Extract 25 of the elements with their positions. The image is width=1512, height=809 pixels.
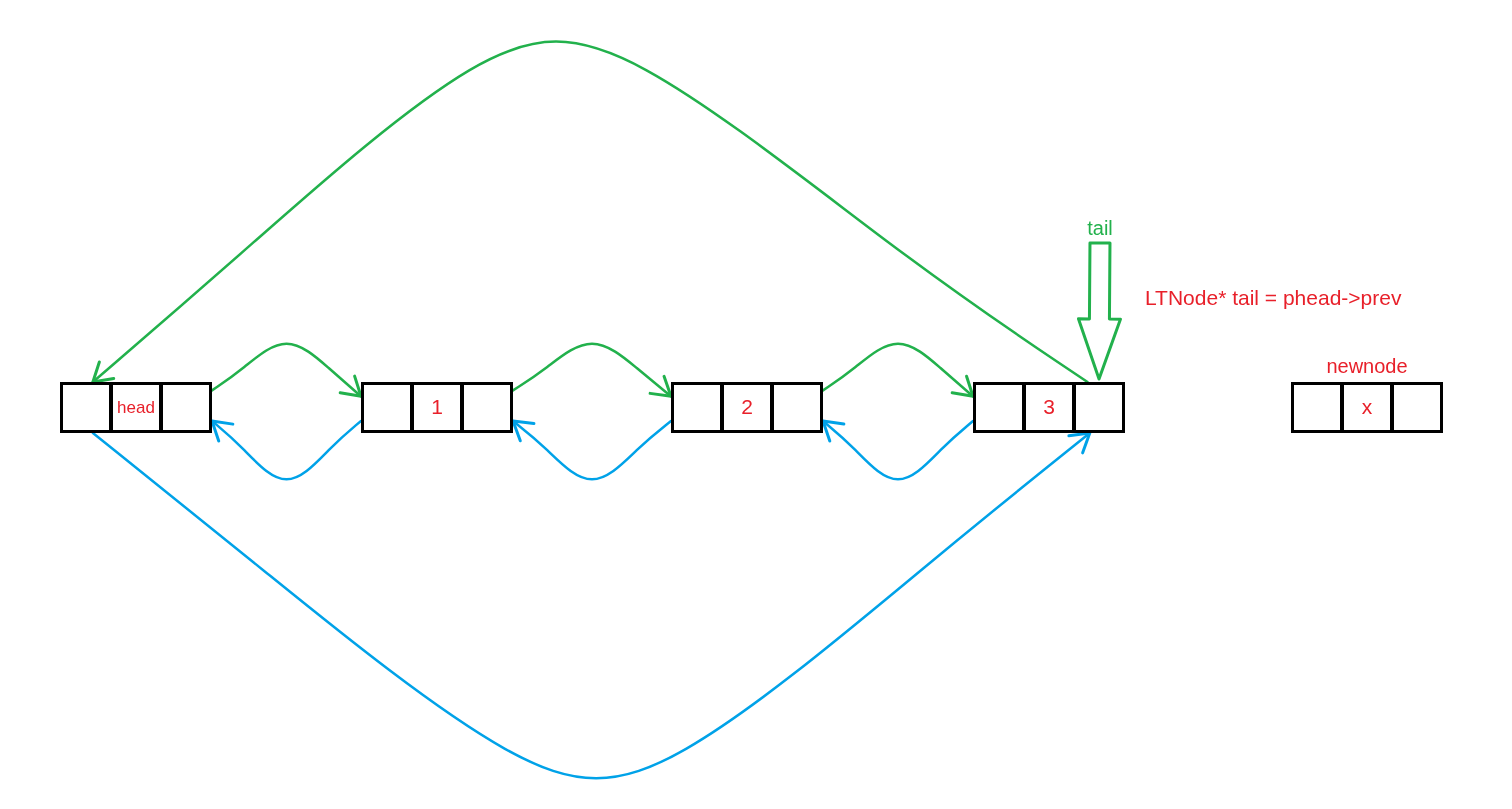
list-cell [414, 385, 460, 430]
list-cell [774, 385, 820, 430]
list-cell [464, 385, 510, 430]
list-cell [113, 385, 159, 430]
list-cell [1076, 385, 1122, 430]
node-heading: newnode [1326, 354, 1408, 378]
list-cell [1344, 385, 1390, 430]
list-cell [724, 385, 770, 430]
code-annotation: LTNode* tail = phead->prev [1145, 285, 1402, 311]
cell-value: x [1361, 395, 1373, 420]
block-arrow [1076, 241, 1122, 381]
list-cell [976, 385, 1022, 430]
pointer-label: tail [1087, 216, 1113, 240]
cell-value: 1 [431, 395, 443, 420]
cell-value: 3 [1043, 395, 1055, 420]
list-cell [1294, 385, 1340, 430]
cell-value: 2 [741, 395, 753, 420]
cell-value: head [117, 397, 155, 418]
list-cell [364, 385, 410, 430]
list-cell [63, 385, 109, 430]
list-cell [1394, 385, 1440, 430]
list-cell [163, 385, 209, 430]
list-cell [1026, 385, 1072, 430]
list-cell [674, 385, 720, 430]
arrow [91, 431, 1092, 780]
